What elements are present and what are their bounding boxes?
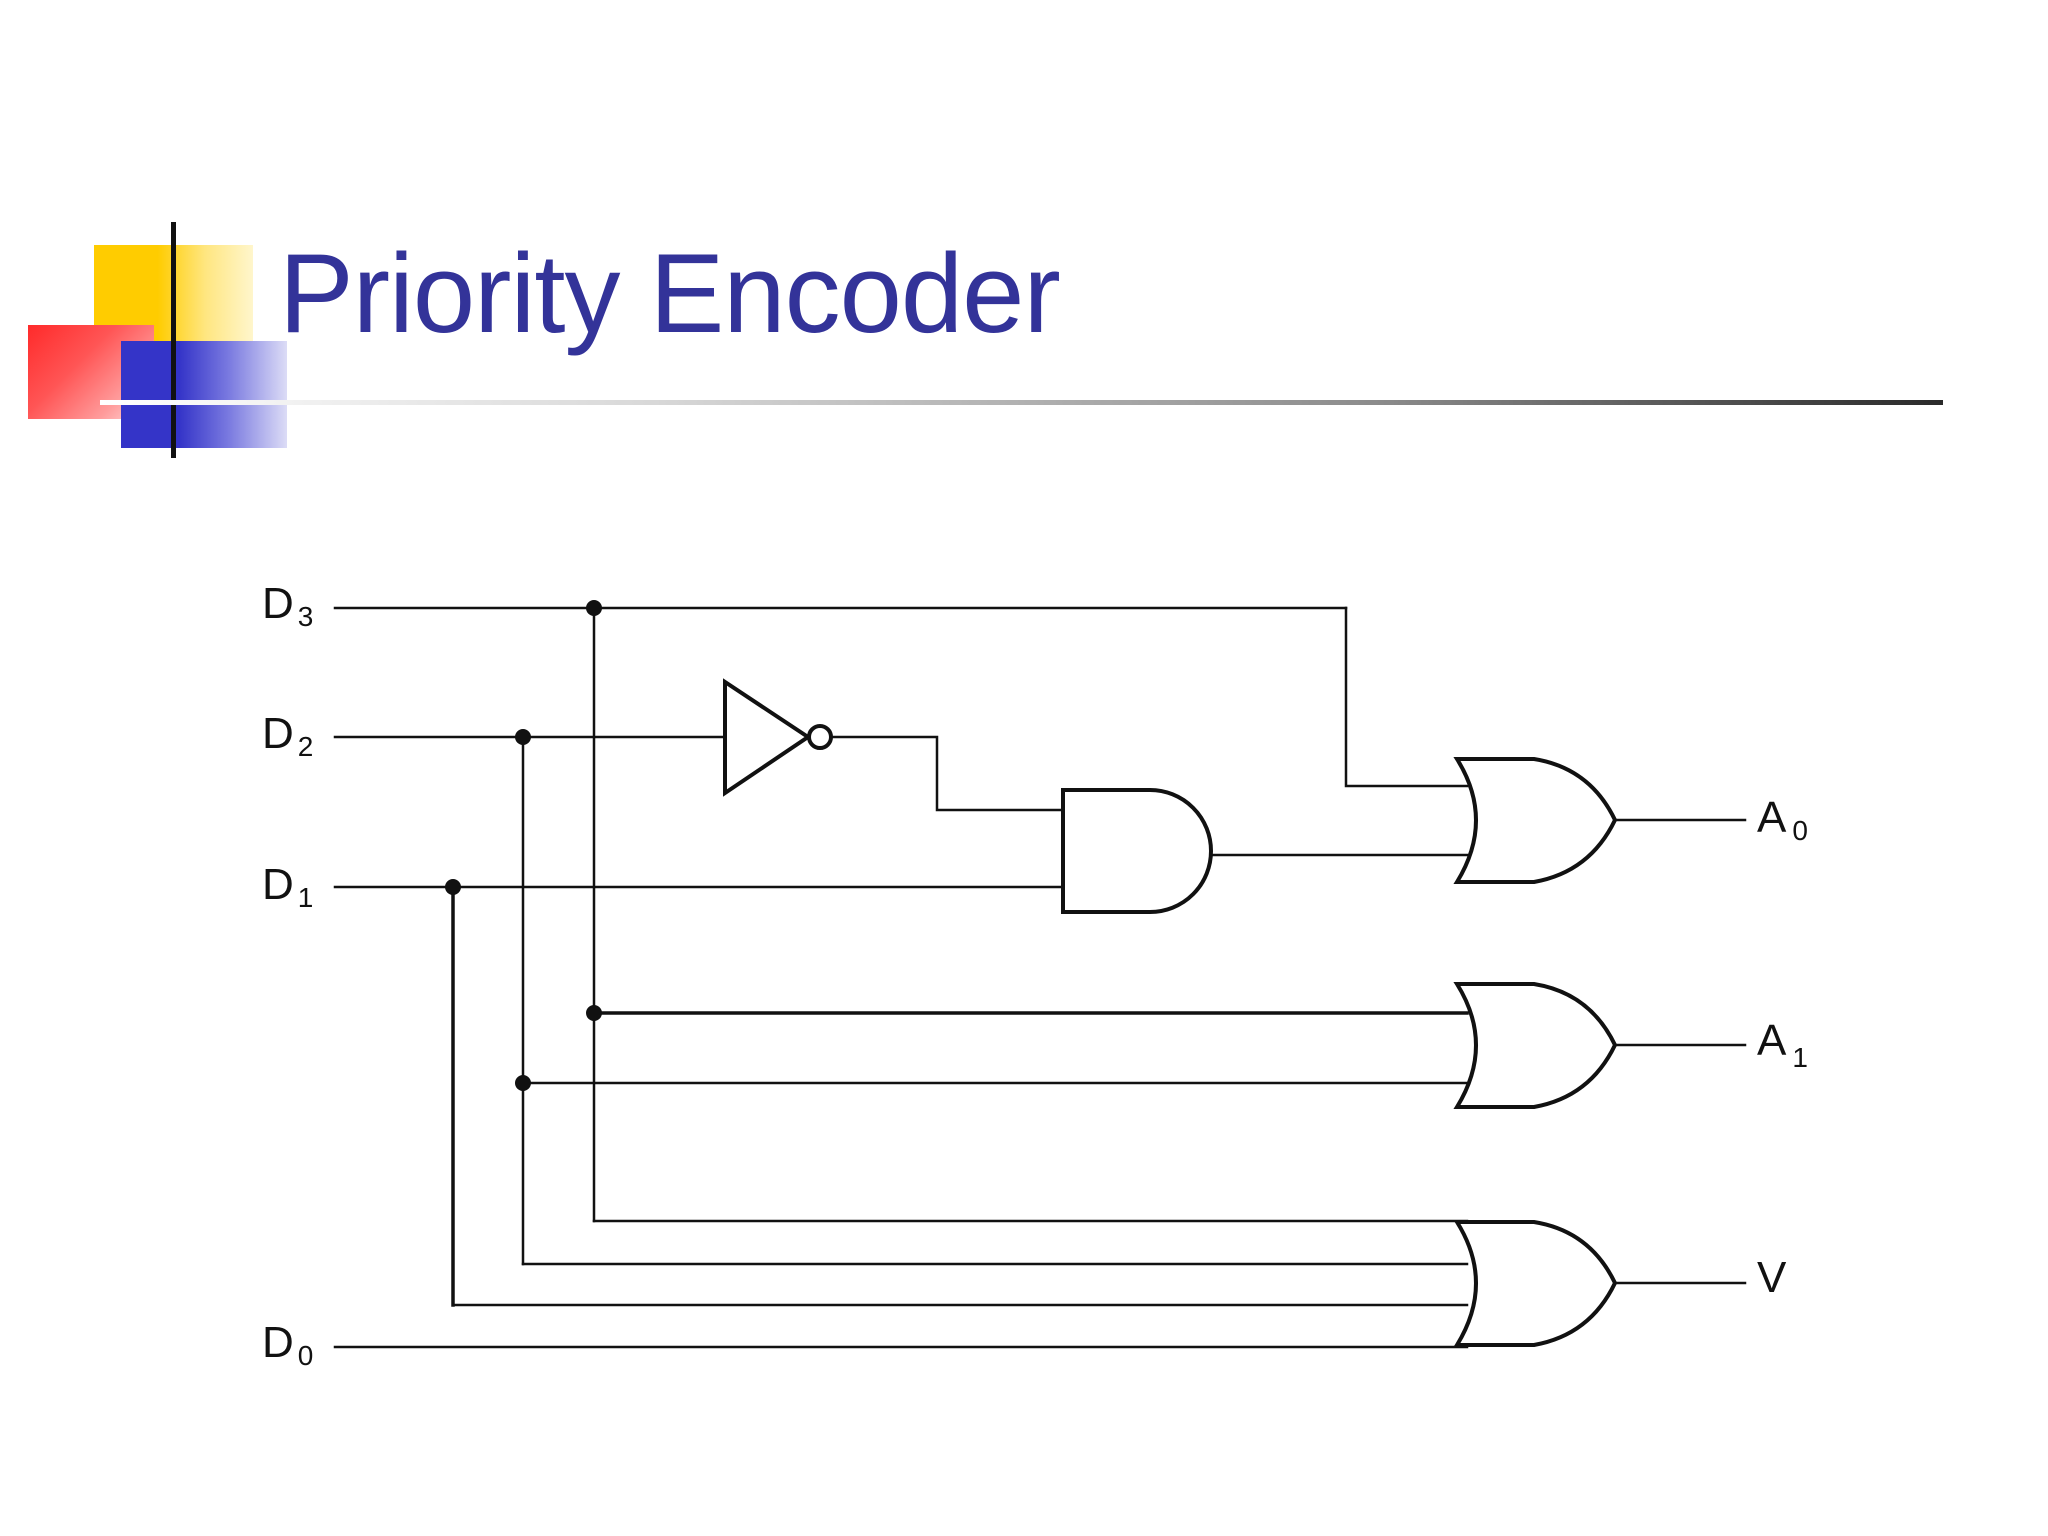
junction-d3-a1: [586, 1005, 602, 1021]
or-gate-a0: [1453, 757, 1618, 884]
or-gate-a1: [1453, 982, 1618, 1109]
wire-d3-to-or-a0: [1344, 606, 1469, 788]
junction-d3-top: [586, 600, 602, 616]
or-gate-v: [1453, 1220, 1618, 1347]
decor-blue-square: [121, 341, 287, 448]
label-v: V: [1757, 1253, 1787, 1302]
junction-d1: [445, 879, 461, 895]
junction-d2: [515, 729, 531, 745]
page-title: Priority Encoder: [279, 231, 1061, 356]
wire-not-to-and: [829, 735, 1065, 812]
not-gate-bubble: [807, 724, 833, 750]
and-gate: [1061, 788, 1213, 914]
junction-d2-a1: [515, 1075, 531, 1091]
title-underline: [100, 400, 1943, 405]
decor-vertical-line: [171, 222, 176, 458]
not-gate: [723, 678, 812, 797]
